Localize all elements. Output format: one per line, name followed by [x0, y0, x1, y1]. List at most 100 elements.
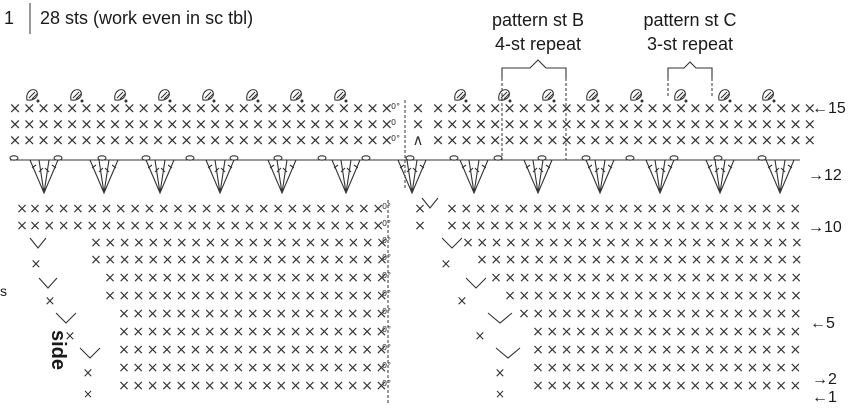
sc-stitch: ×: [123, 99, 136, 117]
sc-stitch: ×: [80, 99, 93, 117]
puff-stitch-icon: [114, 89, 126, 101]
pattern-b-bracket: [501, 59, 567, 78]
sc-stitch: ×: [460, 115, 473, 133]
sc-stitch: ×: [247, 288, 259, 304]
sc-stitch: ×: [161, 378, 173, 394]
sc-stitch: ×: [675, 342, 687, 358]
row-marker: →10: [808, 219, 842, 236]
sc-stitch: ×: [661, 288, 673, 304]
sc-stitch: ×: [733, 270, 745, 286]
sc-stitch: ×: [646, 201, 658, 217]
sc-stitch: ×: [548, 235, 560, 251]
sc-stitch: ×: [777, 235, 789, 251]
sc-stitch: ×: [532, 306, 544, 322]
sc-stitch: ×: [362, 270, 374, 286]
sc-stitch: ×: [180, 99, 193, 117]
sc-stitch: ×: [603, 201, 615, 217]
sc-stitch: ×: [309, 131, 322, 149]
sc-stitch: ×: [705, 270, 717, 286]
sc-stitch: ×: [632, 201, 644, 217]
sc-stitch: ×: [561, 324, 573, 340]
sc-stitch: ×: [361, 342, 373, 358]
sc-stitch: ×: [689, 324, 701, 340]
chain-stitch-icon: [405, 155, 415, 161]
sc-stitch: ×: [575, 99, 588, 117]
dot-mark: [124, 99, 128, 103]
sc-stitch: ×: [748, 235, 760, 251]
sc-stitch: ×: [495, 387, 505, 401]
sc-stitch: ×: [618, 306, 630, 322]
sc-stitch: ×: [223, 99, 236, 117]
sc-stitch: ×: [162, 252, 174, 268]
sc-stitch: ×: [247, 306, 259, 322]
sc-stitch: ×: [309, 115, 322, 133]
sc-stitch: ×: [218, 360, 230, 376]
sc-stitch: ×: [290, 252, 302, 268]
sc-stitch: ×: [633, 288, 645, 304]
sc-stitch: ×: [347, 306, 359, 322]
sc-stitch: ×: [575, 360, 587, 376]
sc-stitch: ×: [261, 270, 273, 286]
sc-stitch: ×: [233, 288, 245, 304]
sc-stitch: ×: [58, 218, 70, 234]
sc-stitch: ×: [647, 270, 659, 286]
sc-stitch: ×: [109, 115, 122, 133]
sc-stitch: ×: [190, 360, 202, 376]
sc-stitch: ×: [118, 306, 130, 322]
sc-stitch: ×: [475, 218, 487, 234]
sc-stitch: ×: [323, 99, 336, 117]
sc-stitch: ×: [319, 235, 331, 251]
sc-stitch: ×: [376, 288, 388, 304]
sc-stitch: ×: [746, 115, 759, 133]
sc-stitch: ×: [689, 360, 701, 376]
sc-stitch: ×: [432, 115, 445, 133]
sc-stitch: ×: [175, 378, 187, 394]
sc-stitch: ×: [619, 270, 631, 286]
sc-stitch: ×: [646, 115, 659, 133]
sc-stitch: ×: [347, 288, 359, 304]
sc-stitch: ×: [718, 324, 730, 340]
sc-stitch: ×: [560, 131, 573, 149]
sc-stitch: ×: [338, 131, 351, 149]
sc-stitch: ×: [261, 288, 273, 304]
sc-stitch: ×: [719, 252, 731, 268]
shell-fan-icon: [585, 159, 615, 195]
sc-stitch: ×: [276, 270, 288, 286]
sc-stitch: ×: [489, 201, 501, 217]
sc-stitch: ×: [147, 235, 159, 251]
sc-stitch: ×: [718, 306, 730, 322]
sc-stitch: ×: [532, 342, 544, 358]
side-label: side: [47, 330, 69, 370]
sc-stitch: ×: [176, 235, 188, 251]
row-end-mark: 0°: [382, 379, 391, 388]
sc-stitch: ×: [275, 360, 287, 376]
sc-stitch: ×: [504, 288, 516, 304]
sc-stitch: ×: [562, 252, 574, 268]
sc-stitch: ×: [104, 270, 116, 286]
sc-stitch: ×: [247, 324, 259, 340]
sc-stitch: ×: [677, 235, 689, 251]
sc-stitch: ×: [505, 235, 517, 251]
sc-stitch: ×: [23, 115, 36, 133]
sc-stitch: ×: [66, 99, 79, 117]
sc-stitch: ×: [347, 324, 359, 340]
sc-stitch: ×: [662, 270, 674, 286]
puff-stitch-icon: [26, 89, 38, 101]
sc-stitch: ×: [376, 235, 388, 251]
sc-stitch: ×: [361, 378, 373, 394]
sc-stitch: ×: [315, 218, 327, 234]
row-marker: →2: [812, 371, 837, 388]
row-end-mark: 0°: [382, 361, 391, 370]
sc-stitch: ×: [261, 342, 273, 358]
sc-stitch: ×: [761, 99, 774, 117]
sc-stitch: ×: [29, 218, 41, 234]
sc-stitch: ×: [180, 115, 193, 133]
dec-stitch-icon: ∧: [413, 131, 424, 149]
sc-stitch: ×: [618, 131, 631, 149]
sc-stitch: ×: [532, 201, 544, 217]
sc-stitch: ×: [290, 360, 302, 376]
sc-stitch: ×: [661, 218, 673, 234]
sc-stitch: ×: [575, 218, 587, 234]
sc-stitch: ×: [733, 306, 745, 322]
sc-stitch: ×: [804, 131, 817, 149]
